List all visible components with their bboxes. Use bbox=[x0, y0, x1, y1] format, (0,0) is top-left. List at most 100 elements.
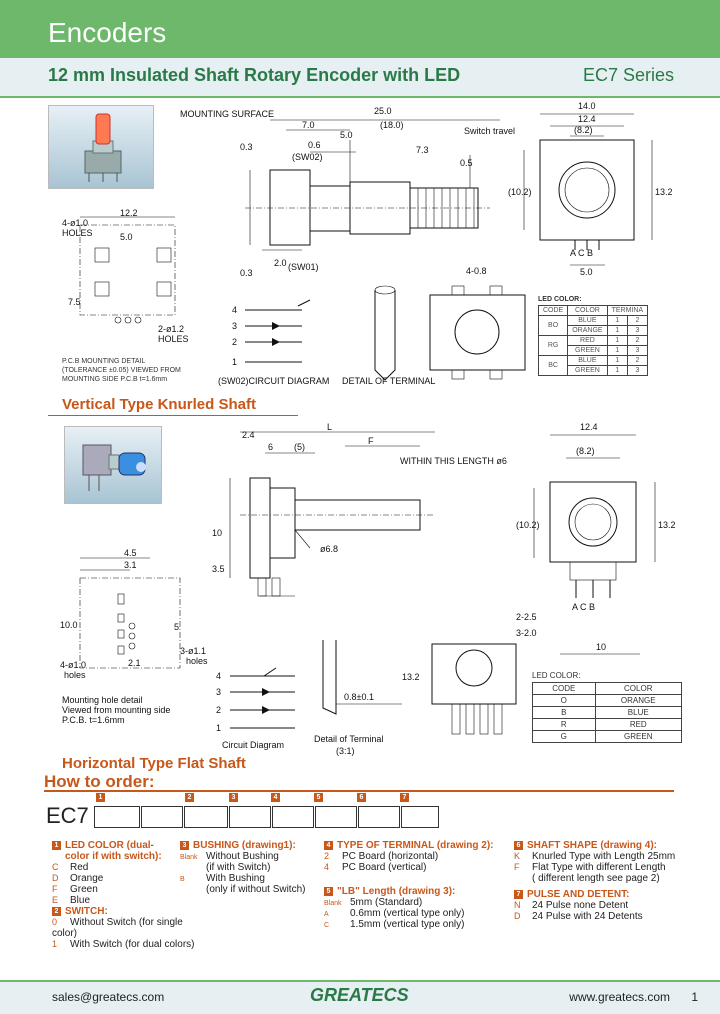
encoder-photo-illustration-2 bbox=[82, 444, 146, 491]
dim-13-2: 13.2 bbox=[655, 187, 673, 197]
pcb-mounting-detail bbox=[79, 216, 176, 324]
product-photo-vertical bbox=[48, 105, 154, 189]
option-text: Without Switch (for single color) bbox=[52, 917, 183, 939]
pcb-mount-note: P.C.B MOUNTING DETAIL (TOLERANCE ±0.05) … bbox=[62, 358, 181, 383]
order-num-4: 4 bbox=[271, 793, 280, 802]
dim-L: L bbox=[327, 422, 332, 432]
table-cell: 2 bbox=[626, 335, 649, 346]
option-code: D bbox=[52, 873, 59, 883]
list-item: ( different length see page 2) bbox=[514, 873, 714, 884]
table-cell: GREEN bbox=[594, 730, 683, 743]
terminal-abc-label: A C B bbox=[570, 248, 593, 258]
dim-0-3a: 0.3 bbox=[240, 142, 253, 152]
holes-a: 4-ø1.0 bbox=[60, 660, 86, 670]
table-cell: 1 bbox=[606, 315, 628, 326]
table-cell: BC bbox=[537, 355, 569, 376]
bottom-view-drawing-2 bbox=[431, 643, 517, 735]
dim-13-2b: 13.2 bbox=[658, 520, 676, 530]
option-text: 24 Pulse with 24 Detents bbox=[532, 911, 643, 922]
holes-label-1: 4-ø1.0 bbox=[62, 218, 88, 228]
table-cell: B bbox=[532, 706, 596, 719]
table-header: CODE bbox=[537, 305, 569, 316]
list-item: D 24 Pulse with 24 Detents bbox=[514, 911, 714, 922]
option-text: 1.5mm (vertical type only) bbox=[350, 919, 465, 930]
led-color-heading-2: color if with switch): bbox=[65, 851, 162, 862]
led-table-caption-1: LED COLOR: bbox=[538, 296, 582, 303]
terminal-detail-label-2: Detail of Terminal bbox=[314, 734, 383, 744]
option-code: Blank bbox=[324, 900, 342, 907]
dim-12-2: 12.2 bbox=[120, 208, 138, 218]
circuit-diagram-label: (SW02)CIRCUIT DIAGRAM bbox=[218, 376, 329, 386]
list-item: 4 PC Board (vertical) bbox=[324, 862, 514, 873]
email-link[interactable]: sales@greatecs.com bbox=[52, 990, 165, 1004]
option-text: Knurled Type with Length 25mm bbox=[532, 851, 676, 862]
option-code: B bbox=[180, 876, 185, 883]
side-view-drawing-2 bbox=[229, 431, 435, 597]
dim-10-2: (10.2) bbox=[508, 187, 532, 197]
terminal-abc-label-2: A C B bbox=[572, 602, 595, 612]
option-text: 5mm (Standard) bbox=[350, 897, 423, 908]
page-title: Encoders bbox=[48, 17, 167, 48]
option-text: Red bbox=[70, 862, 89, 873]
option-code: 2 bbox=[324, 851, 330, 861]
table-cell: 1 bbox=[606, 355, 628, 366]
option-text: Without Bushing bbox=[206, 851, 279, 862]
option-code: D bbox=[514, 911, 521, 921]
option-text: Flat Type with different Length bbox=[532, 862, 666, 873]
website-link[interactable]: www.greatecs.com bbox=[569, 990, 670, 1004]
num-badge: 4 bbox=[324, 841, 333, 850]
holes-label-3: 2-ø1.2 bbox=[158, 324, 184, 334]
option-code: E bbox=[52, 895, 59, 905]
section-title-vertical: Vertical Type Knurled Shaft bbox=[62, 396, 256, 413]
option-text: 24 Pulse none Detent bbox=[532, 900, 629, 911]
num-badge: 7 bbox=[514, 890, 523, 899]
product-photo-horizontal bbox=[64, 426, 162, 504]
table-cell: 3 bbox=[626, 345, 649, 356]
front-view-drawing bbox=[523, 113, 653, 266]
order-num-7: 7 bbox=[400, 793, 409, 802]
order-num-3: 3 bbox=[229, 793, 238, 802]
list-item: Blank Without Bushing bbox=[180, 851, 330, 862]
mounting-surface-label: MOUNTING SURFACE bbox=[180, 109, 274, 119]
order-box-6 bbox=[315, 806, 357, 828]
circuit-pin-1b: 1 bbox=[216, 723, 221, 733]
section-title-horizontal: Horizontal Type Flat Shaft bbox=[62, 755, 246, 772]
footer-bar: sales@greatecs.com GREATECS www.greatecs… bbox=[0, 980, 720, 1014]
dim-12-4: 12.4 bbox=[578, 114, 596, 124]
num-badge: 3 bbox=[180, 841, 189, 850]
dim-5: 5.0 bbox=[340, 130, 353, 140]
option-text: PC Board (horizontal) bbox=[342, 851, 439, 862]
dim-0-6: 0.6 bbox=[308, 140, 321, 150]
option-text: PC Board (vertical) bbox=[342, 862, 427, 873]
option-code: N bbox=[514, 900, 521, 910]
dim-12-4b: 12.4 bbox=[580, 422, 598, 432]
dim-10b: 10 bbox=[596, 642, 606, 652]
order-box-7 bbox=[358, 806, 400, 828]
table-header: CODE bbox=[532, 682, 596, 695]
option-text: 0.6mm (vertical type only) bbox=[350, 908, 465, 919]
dim-5-0: 5.0 bbox=[580, 267, 593, 277]
option-code: 4 bbox=[324, 862, 330, 872]
heading-text: SWITCH: bbox=[65, 906, 108, 917]
table-cell: 1 bbox=[606, 325, 628, 336]
order-num-6: 6 bbox=[357, 793, 366, 802]
circuit-pin-4b: 4 bbox=[216, 671, 221, 681]
circuit-pin-4: 4 bbox=[232, 305, 237, 315]
option-code: Blank bbox=[180, 854, 198, 861]
order-prefix: EC7 bbox=[46, 803, 89, 828]
table-cell: 1 bbox=[606, 365, 628, 376]
terminal-detail-1 bbox=[374, 285, 396, 381]
